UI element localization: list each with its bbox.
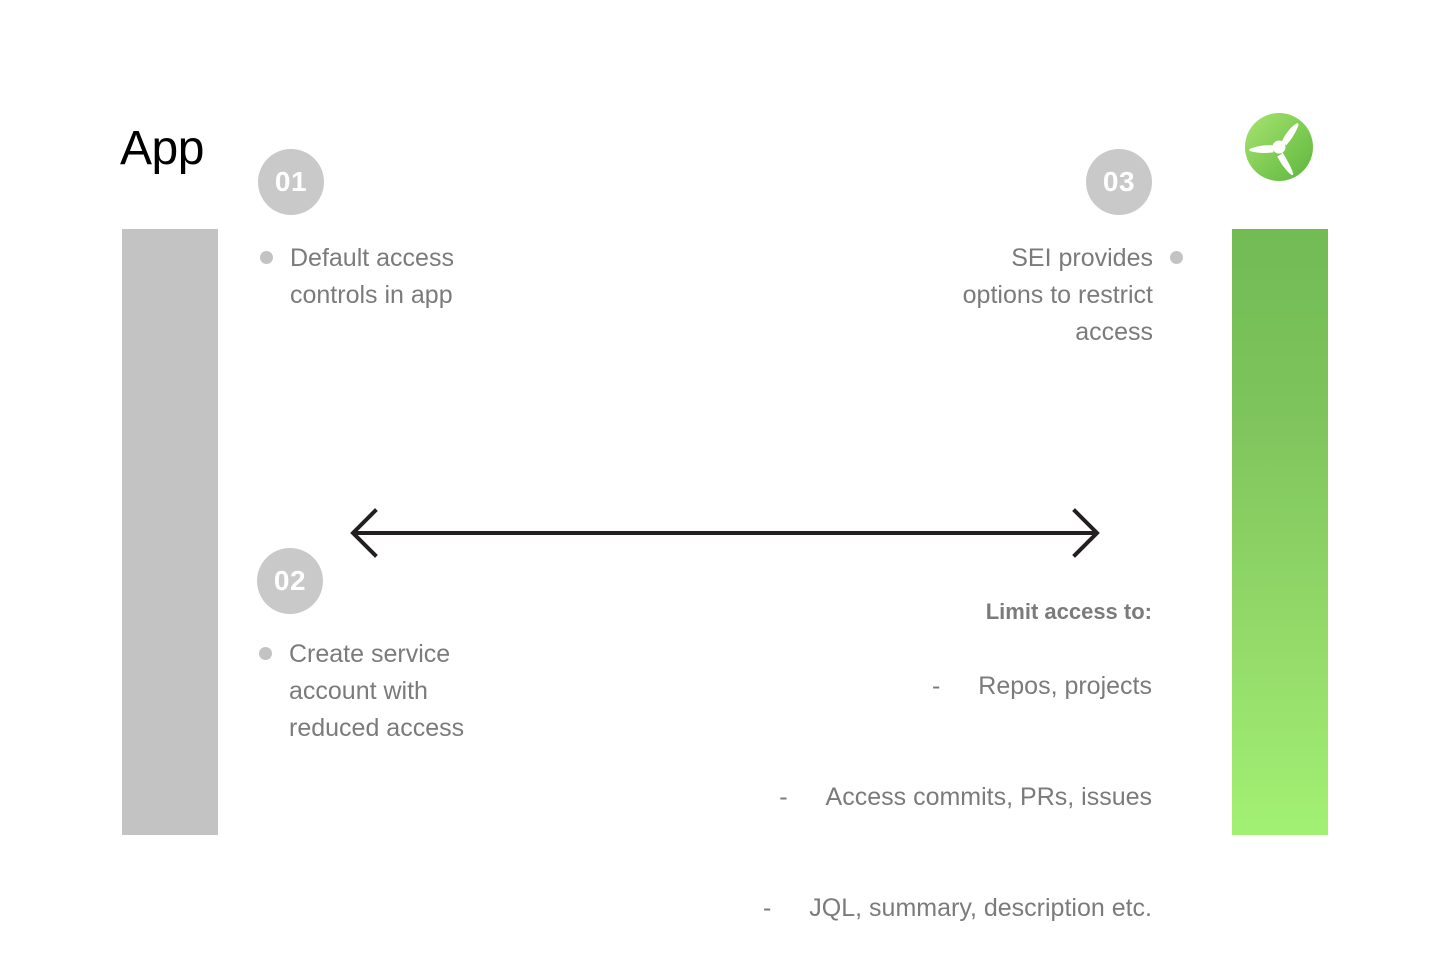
step-content-03: SEI provides options to restrict access bbox=[958, 240, 1183, 351]
list-dash: - bbox=[762, 894, 772, 922]
limit-access-item-1: Repos, projects bbox=[978, 672, 1152, 700]
step-text-02: Create service account with reduced acce… bbox=[289, 640, 465, 742]
step-text-03: SEI provides options to restrict access bbox=[962, 244, 1153, 346]
step-text-01: Default access controls in app bbox=[290, 244, 454, 309]
limit-access-panel: Limit access to: - Repos, projects - Acces… bbox=[735, 596, 1152, 964]
bullet-dot-icon bbox=[259, 647, 272, 660]
limit-access-row: - Repos, projects bbox=[735, 631, 1152, 742]
left-gray-bar bbox=[122, 229, 218, 835]
list-dash: - bbox=[931, 672, 941, 700]
step-badge-03: 03 bbox=[1086, 149, 1152, 215]
harness-propeller-logo-icon bbox=[1244, 112, 1314, 182]
limit-access-row: - Access commits, PRs, issues bbox=[735, 742, 1152, 853]
double-headed-arrow-icon bbox=[345, 500, 1105, 566]
limit-access-item-2: Access commits, PRs, issues bbox=[825, 783, 1152, 811]
step-badge-02: 02 bbox=[257, 548, 323, 614]
limit-access-item-3: JQL, summary, description etc. bbox=[809, 894, 1152, 922]
limit-access-row: - JQL, summary, description etc. bbox=[735, 853, 1152, 964]
list-dash: - bbox=[779, 783, 788, 811]
step-badge-01: 01 bbox=[258, 149, 324, 215]
step-content-01: Default access controls in app bbox=[260, 240, 500, 314]
limit-access-heading: Limit access to: bbox=[985, 599, 1152, 624]
right-green-bar bbox=[1232, 229, 1328, 835]
page-title: App bbox=[120, 122, 204, 175]
bullet-dot-icon bbox=[1170, 251, 1183, 264]
step-content-02: Create service account with reduced acce… bbox=[259, 636, 499, 747]
bullet-dot-icon bbox=[260, 251, 273, 264]
